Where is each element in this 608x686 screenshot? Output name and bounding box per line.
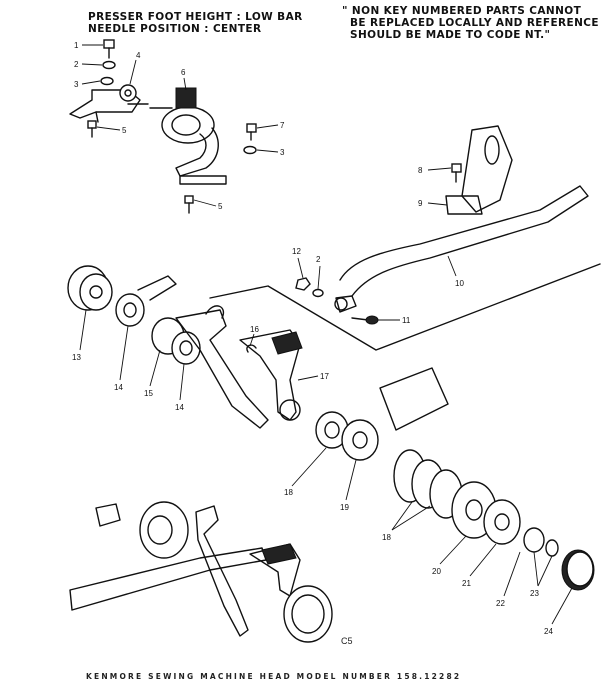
callout-3: 3: [74, 80, 79, 89]
callout-5: 5: [122, 126, 127, 135]
non-key-note-line3: SHOULD BE MADE TO CODE NT.": [350, 29, 551, 41]
callout-19: 19: [340, 503, 349, 512]
callout-11: 11: [402, 316, 411, 325]
needle-position-note: NEEDLE POSITION : CENTER: [88, 23, 262, 35]
callout-4: 4: [136, 51, 141, 60]
cam-stack-assembly: [67, 265, 449, 461]
callout-14: 14: [114, 383, 123, 392]
callout-3-right: 3: [280, 148, 285, 157]
callout-16: 16: [250, 325, 259, 334]
callout-20: 20: [432, 567, 441, 576]
presser-foot-assembly: [69, 39, 257, 214]
callout-18-right: 18: [382, 533, 391, 542]
callout-22: 22: [496, 599, 505, 608]
non-key-note-line2: BE REPLACED LOCALLY AND REFERENCE: [350, 17, 599, 29]
callout-7: 7: [280, 121, 285, 130]
callout-15: 15: [144, 389, 153, 398]
feed-bar-assembly: [209, 125, 601, 351]
presser-foot-note: PRESSER FOOT HEIGHT : LOW BAR: [88, 11, 303, 23]
callout-23: 23: [530, 589, 539, 598]
callout-17: 17: [320, 372, 329, 381]
callout-18: 18: [284, 488, 293, 497]
callout-21: 21: [462, 579, 471, 588]
non-key-note-line1: " NON KEY NUMBERED PARTS CANNOT: [342, 5, 582, 17]
gear-train-assembly: [393, 449, 595, 591]
callout-10: 10: [455, 279, 464, 288]
callout-9: 9: [418, 199, 423, 208]
callout-24: 24: [544, 627, 553, 636]
callout-5-lower: 5: [218, 202, 223, 211]
page-code: C5: [341, 636, 353, 646]
callout-2-middle: 2: [316, 255, 321, 264]
assembled-view: [69, 501, 333, 643]
callout-6: 6: [181, 68, 186, 77]
callout-13: 13: [72, 353, 81, 362]
model-footer: KENMORE SEWING MACHINE HEAD MODEL NUMBER…: [86, 672, 462, 681]
leader-lines: [79, 44, 573, 625]
callout-8: 8: [418, 166, 423, 175]
callout-12: 12: [292, 247, 301, 256]
callout-1: 1: [74, 41, 79, 50]
callout-14-second: 14: [175, 403, 184, 412]
callout-2: 2: [74, 60, 79, 69]
callout-numbers: 1 2 3 4 5 6 7 3 5 8 9 10 12 2 11 13 14 1…: [72, 41, 553, 636]
